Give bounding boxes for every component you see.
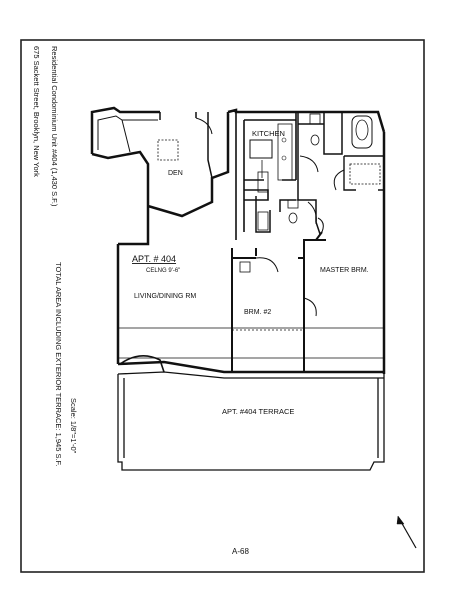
- sheet-address: 675 Sackett Street, Brooklyn, New York: [32, 46, 41, 177]
- sheet-title: Residential Condominium Unit #404 (1,430…: [50, 46, 59, 207]
- label-den: DEN: [168, 170, 183, 177]
- sheet-border: [20, 39, 425, 573]
- north-arrow-icon: [396, 515, 417, 549]
- den-furniture: [157, 139, 179, 161]
- scale-note: Scale: 1/8"=1'-0": [69, 398, 78, 454]
- property-line: [118, 327, 384, 359]
- label-master-bedroom: MASTER BRM.: [320, 267, 369, 274]
- label-ceiling: CELNG 9'-6": [146, 268, 180, 274]
- total-area-note: TOTAL AREA INCLUDING EXTERIOR TERRACE: 1…: [54, 262, 63, 466]
- page-number: A-68: [232, 547, 249, 556]
- label-apartment: APT. # 404: [132, 254, 176, 264]
- label-living-dining: LIVING/DINING RM: [134, 293, 196, 300]
- interior-walls: [231, 231, 326, 372]
- floor-plan: [90, 106, 386, 471]
- bathtub: [351, 115, 373, 149]
- master-closet: [343, 155, 384, 191]
- exterior-walls: [90, 106, 386, 374]
- terrace-outline: [117, 371, 385, 471]
- den-walls: [159, 112, 213, 179]
- label-bedroom-2: BRM. #2: [244, 309, 271, 316]
- label-kitchen: KITCHEN: [252, 129, 285, 138]
- kitchen-island: [249, 139, 273, 159]
- label-terrace: APT. #404 TERRACE: [222, 407, 294, 416]
